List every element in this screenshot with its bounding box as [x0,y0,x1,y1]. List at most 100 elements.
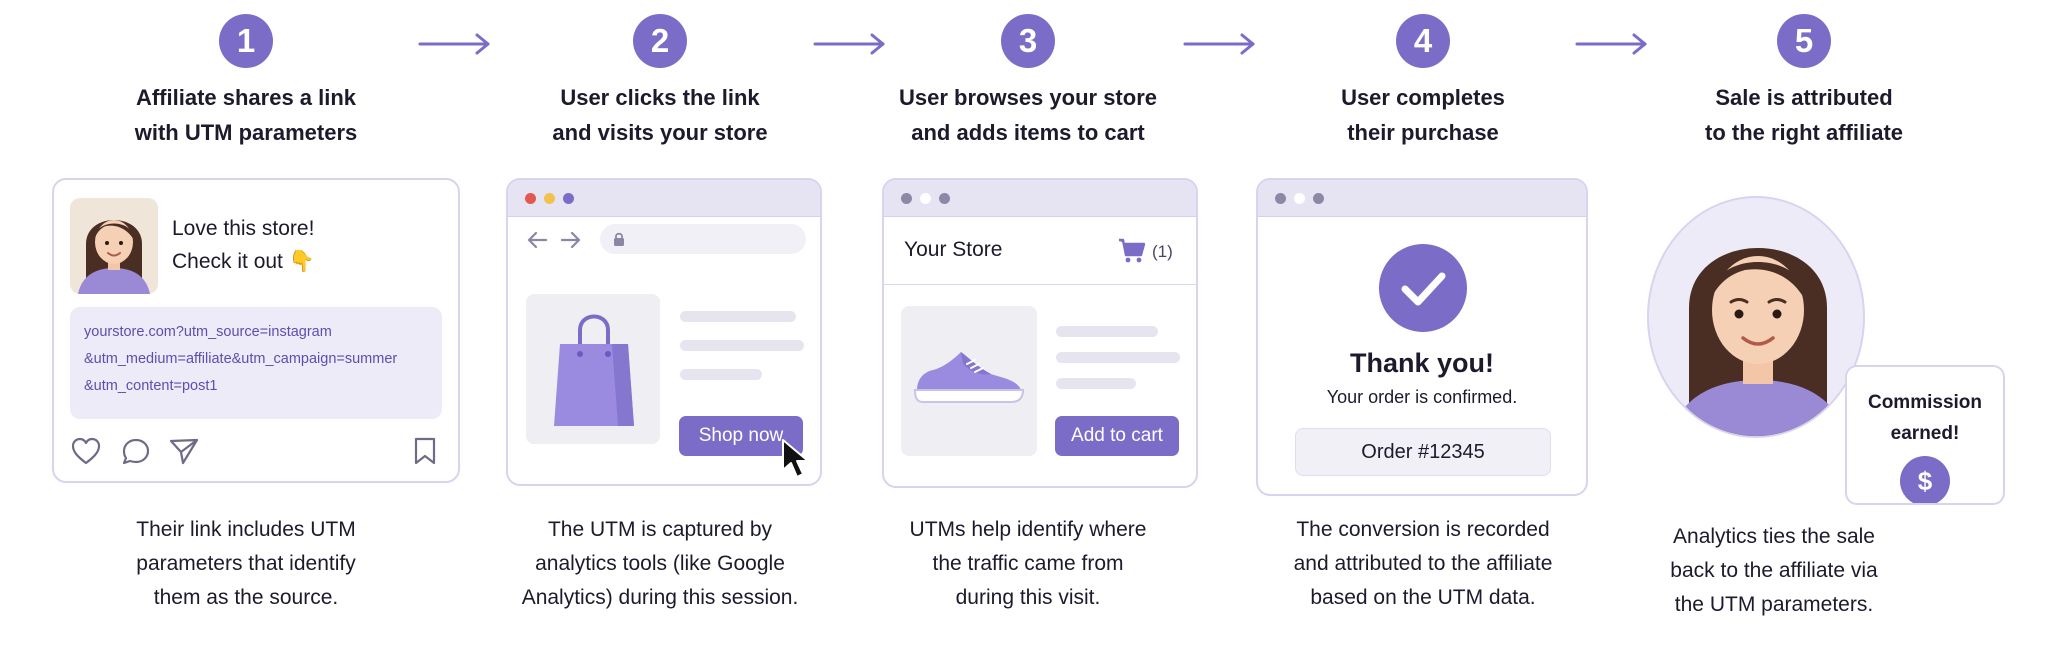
address-bar[interactable] [600,224,806,254]
step-1-description: Their link includes UTM parameters that … [86,513,406,615]
store-cart-browser: Your Store (1) Add to cart [882,178,1198,488]
step-3-title-line1: User browses your store [899,85,1157,110]
text-skeleton [1056,326,1158,337]
header-divider [884,284,1196,285]
cart-count: (1) [1152,242,1173,261]
text-skeleton [1056,378,1136,389]
lock-icon [614,232,624,246]
commission-text: Commission earned! [1847,387,2003,449]
window-dot [920,193,931,204]
step-1-desc-line2: parameters that identify [136,552,356,575]
window-dot [1275,193,1286,204]
step-3-badge: 3 [1001,14,1055,68]
step-2-badge: 2 [633,14,687,68]
step-3-description: UTMs help identify where the traffic cam… [868,513,1188,615]
forward-arrow-icon[interactable] [560,230,582,250]
post-message-line1: Love this store! [172,217,315,240]
step-5-badge: 5 [1777,14,1831,68]
step-5-description: Analytics ties the sale back to the affi… [1614,520,1934,622]
step-1-desc-line3: them as the source. [153,586,339,609]
step-4-desc-line2: and attributed to the affiliate [1293,552,1553,575]
step-2-title-line2: and visits your store [552,120,768,145]
comment-icon[interactable] [120,436,152,466]
browser-title-bar [1258,180,1586,217]
send-icon[interactable] [168,436,200,466]
shopping-bag-icon [554,314,634,426]
step-1-badge: 1 [219,14,273,68]
text-skeleton [1056,352,1180,363]
shopping-cart-icon[interactable] [1118,238,1146,264]
step-4-title-line2: their purchase [1347,120,1499,145]
order-confirmed-text: Your order is confirmed. [1326,387,1518,407]
step-4-badge: 4 [1396,14,1450,68]
post-message-line2-row: Check it out 👇 [172,245,315,278]
text-skeleton [680,369,762,380]
bookmark-icon[interactable] [412,436,438,466]
step-2-description: The UTM is captured by analytics tools (… [485,513,835,615]
step-4-description: The conversion is recorded and attribute… [1248,513,1598,615]
thank-you-title: Thank you! [1349,348,1494,378]
utm-link-line1: yourstore.com?utm_source=instagram [84,324,332,340]
window-minimize-dot [544,193,555,204]
arrow-right-icon [1575,33,1647,55]
sneaker-icon [913,352,1025,403]
step-3-desc-line2: the traffic came from [932,552,1124,575]
step-2-desc-line3: Analytics) during this session. [521,586,799,609]
step-3-desc-line3: during this visit. [955,586,1101,609]
utm-link-line3: &utm_content=post1 [84,378,218,394]
step-1-title: Affiliate shares a link with UTM paramet… [86,80,406,150]
window-close-dot [525,193,536,204]
step-4-desc-line1: The conversion is recorded [1296,518,1550,541]
step-5-desc-line1: Analytics ties the sale [1673,525,1875,548]
window-maximize-dot [563,193,574,204]
back-arrow-icon[interactable] [526,230,548,250]
step-5-desc-line3: the UTM parameters. [1674,593,1874,616]
store-visit-browser: Shop now [506,178,822,486]
browser-title-bar [508,180,820,217]
arrow-right-icon [1183,33,1255,55]
affiliate-avatar [70,198,158,294]
affiliate-portrait [1647,196,1865,438]
step-3-title-line2: and adds items to cart [911,120,1145,145]
step-3-title: User browses your store and adds items t… [868,80,1188,150]
step-4-title-line1: User completes [1341,85,1505,110]
utm-link-text[interactable]: yourstore.com?utm_source=instagram &utm_… [84,319,397,400]
post-message-line2: Check it out [172,250,283,273]
window-dot [901,193,912,204]
arrow-right-icon [418,33,490,55]
utm-link-box[interactable]: yourstore.com?utm_source=instagram &utm_… [70,307,442,419]
window-dot [939,193,950,204]
window-dot [1294,193,1305,204]
utm-link-line2: &utm_medium=affiliate&utm_campaign=summe… [84,351,398,367]
text-skeleton [680,311,796,322]
step-2-title: User clicks the link and visits your sto… [500,80,820,150]
text-skeleton [680,340,804,351]
product-image[interactable] [526,294,660,444]
store-name: Your Store [904,238,1003,261]
dollar-icon: $ [1900,456,1950,503]
window-dot [1313,193,1324,204]
step-3-desc-line1: UTMs help identify where [909,518,1147,541]
step-2-desc-line2: analytics tools (like Google [535,552,785,575]
step-5-desc-line2: back to the affiliate via [1670,559,1878,582]
step-1-title-line2: with UTM parameters [134,120,358,145]
step-2-desc-line1: The UTM is captured by [547,518,773,541]
step-5-title: Sale is attributed to the right affiliat… [1644,80,1964,150]
pointing-down-icon: 👇 [288,250,315,273]
commission-line2: earned! [1890,423,1960,444]
arrow-right-icon [813,33,885,55]
commission-line1: Commission [1867,392,1983,413]
order-number: Order #12345 [1295,428,1551,476]
step-2-title-line1: User clicks the link [560,85,760,110]
product-image[interactable] [901,306,1037,456]
step-4-title: User completes their purchase [1263,80,1583,150]
social-post-card: Love this store! Check it out 👇 yourstor… [52,178,460,483]
post-message: Love this store! Check it out 👇 [172,212,315,278]
success-check-icon [1379,244,1467,332]
heart-icon[interactable] [70,436,102,466]
step-1-title-line1: Affiliate shares a link [135,85,357,110]
commission-card: Commission earned! $ [1845,365,2005,505]
step-1-desc-line1: Their link includes UTM [136,518,356,541]
add-to-cart-button[interactable]: Add to cart [1055,416,1179,456]
step-4-desc-line3: based on the UTM data. [1310,586,1536,609]
